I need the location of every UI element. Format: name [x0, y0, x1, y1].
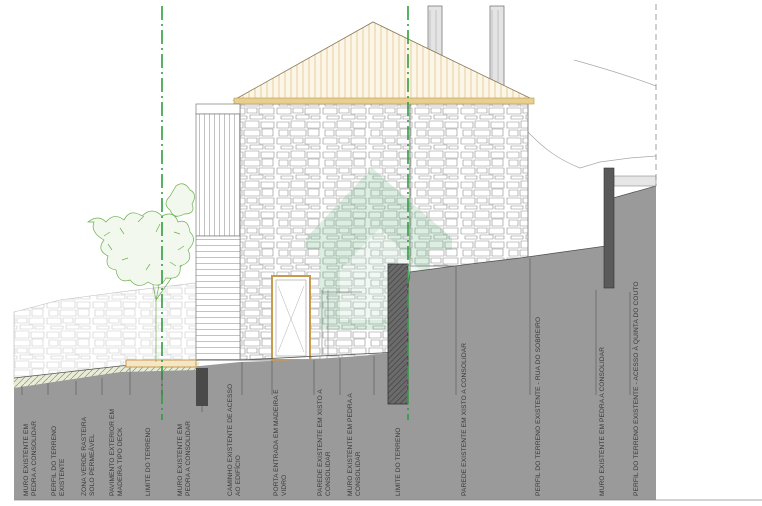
front-door [271, 275, 311, 361]
label-muro-pedra-2: MURO EXISTENTE EMPEDRA A CONSOLIDAR [177, 421, 192, 496]
label-perfil-rua-sobreiro: PERFIL DO TERRENO EXISTENTE - RUA DO SOB… [535, 317, 542, 496]
property-limit-lines [161, 6, 409, 420]
label-muro-pedra-1: MURO EXISTENTE EMPEDRA A CONSOLIDAR [23, 421, 38, 496]
label-porta-entrada: PORTA ENTRADA EM MADEIRA EVIDRO [273, 389, 288, 496]
label-caminho-acesso: CAMINHO EXISTENTE DE ACESSOAO EDIFÍCIO [227, 384, 242, 496]
label-limite-terreno-2: LIMITE DO TERRENO [395, 427, 402, 496]
label-parede-xisto-2: PAREDE EXISTENTE EM XISTO A CONSOLIDAR [461, 343, 468, 496]
roof [232, 21, 535, 105]
leader-lines [21, 258, 631, 412]
annotation-labels: MURO EXISTENTE EMPEDRA A CONSOLIDAR PERF… [23, 281, 640, 496]
label-muro-pedra-4: MURO EXISTENTE EM PEDRA A CONSOLIDAR [599, 347, 606, 496]
label-pavimento-deck: PAVIMENTO EXTERIOR EMMADEIRA TIPO DECK [109, 409, 124, 496]
label-limite-terreno-1: LIMITE DO TERRENO [145, 427, 152, 496]
railing [321, 290, 362, 356]
label-zona-verde: ZONA VERDE RASTEIRASOLO PERMEÁVEL [81, 416, 96, 496]
label-perfil-quinta-couto: PERFIL DO TERRENO EXISTENTE - ACESSO À Q… [631, 281, 640, 496]
label-parede-xisto-1: PAREDE EXISTENTE EM XISTO ACONSOLIDAR [317, 389, 332, 496]
building-stone-wall [239, 103, 529, 361]
tree [87, 183, 195, 362]
wall-sections [196, 167, 615, 406]
hillside-outline [527, 59, 657, 169]
label-perfil-terreno: PERFIL DO TERRENOEXISTENTE [51, 426, 66, 496]
label-muro-pedra-3: MURO EXISTENTE EM PEDRA ACONSOLIDAR [347, 393, 362, 496]
wooden-annex [195, 103, 241, 361]
wooden-deck [125, 359, 197, 368]
